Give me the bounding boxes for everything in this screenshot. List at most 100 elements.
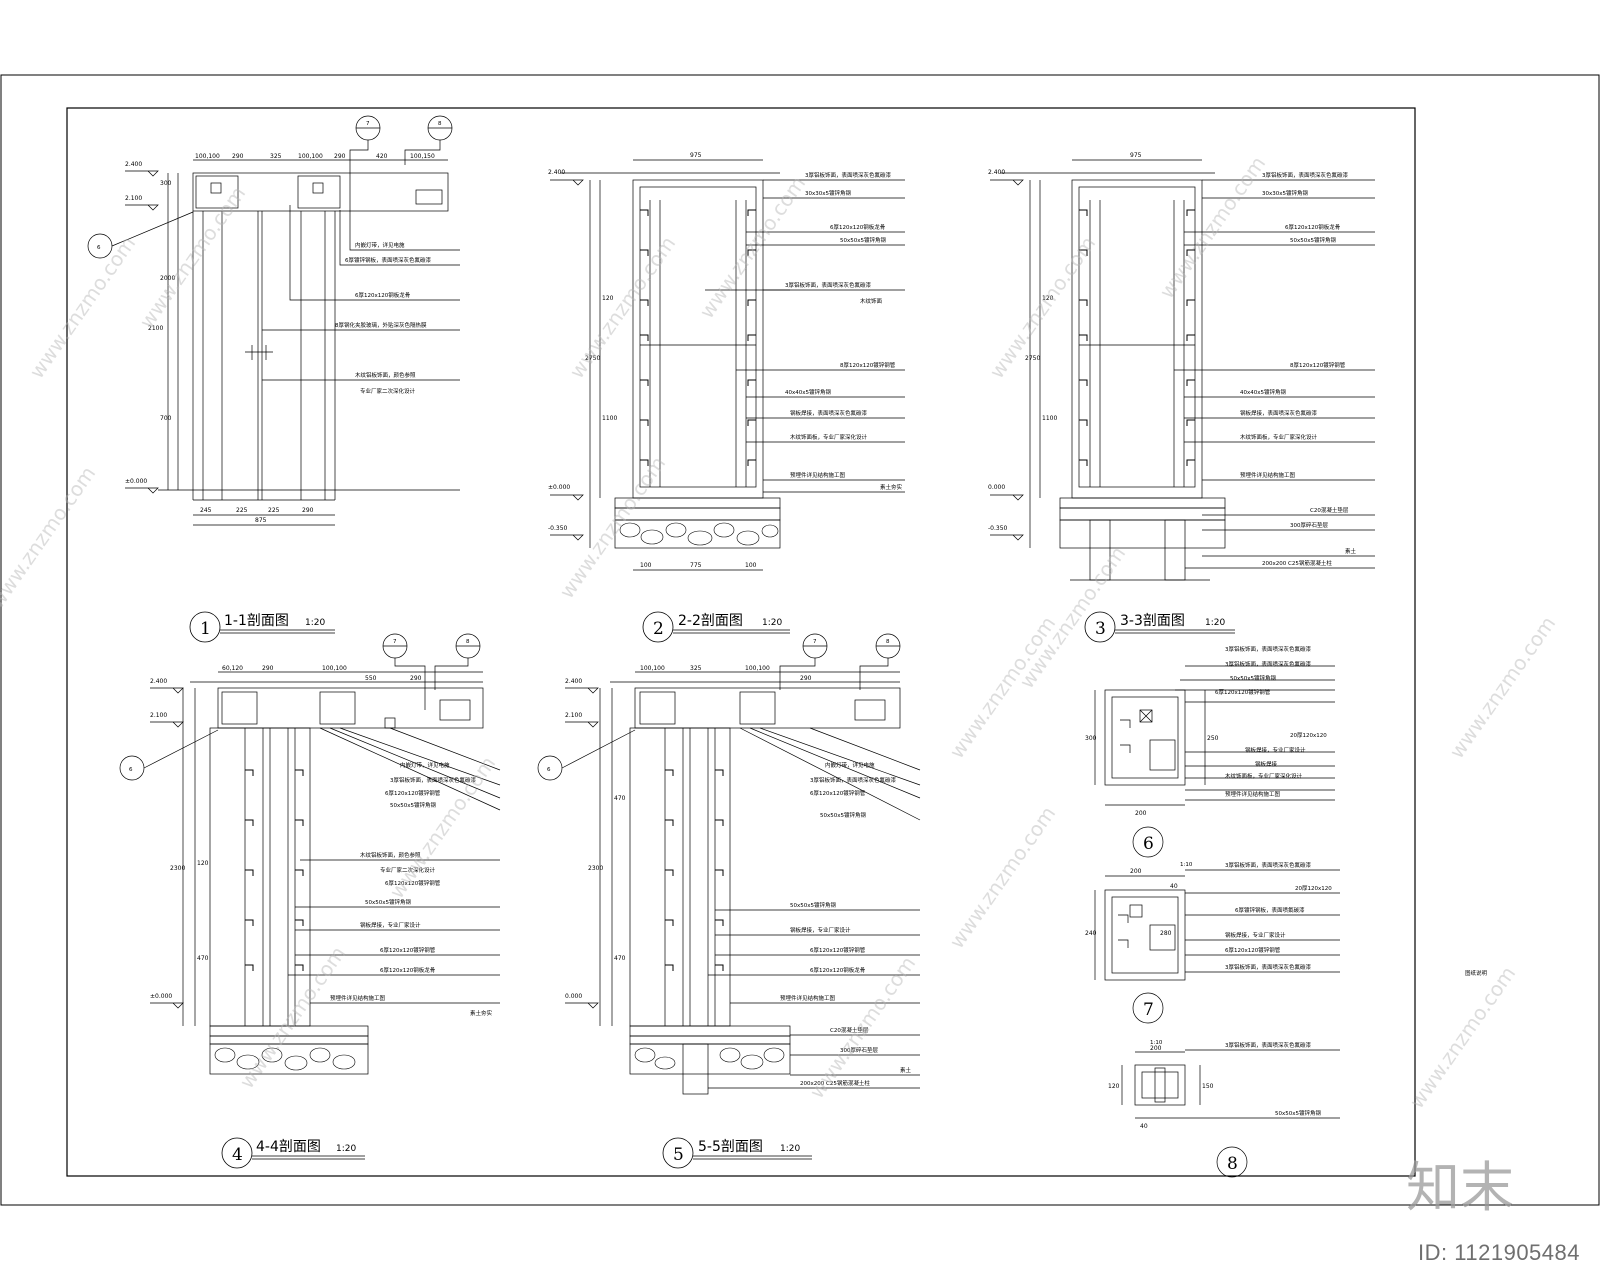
section-4-annotations: 内嵌灯带，详见电施 3厚铝板饰面，表面喷深灰色氟碳漆 6厚120x120镀锌钢管… xyxy=(129,639,493,1017)
s2-note: 木纹饰面 xyxy=(860,297,883,305)
dim-label: 2000 xyxy=(160,275,175,282)
s2-note: 30x30x5镀锌角钢 xyxy=(805,189,852,197)
s5-note: C20混凝土垫层 xyxy=(830,1026,869,1034)
s2-note: 预埋件详见结构施工图 xyxy=(790,471,846,479)
inner-border xyxy=(66,107,1416,1177)
section-3-title: 3-3剖面图 xyxy=(1120,613,1185,629)
brand-logo: 知末 xyxy=(1406,1156,1514,1219)
section-5-number: 5 xyxy=(673,1145,684,1165)
dim-label: 1100 xyxy=(1042,415,1057,422)
d6-note: 预埋件详见结构施工图 xyxy=(1225,790,1281,798)
dim-label: 300 xyxy=(1085,735,1097,742)
detail-8-drawing xyxy=(1121,1049,1340,1178)
s1-note: 6厚120x120钢板龙骨 xyxy=(355,291,411,299)
section-titles xyxy=(189,611,1235,1169)
callout-label: 7 xyxy=(813,639,817,645)
s2-note: 木纹饰面板，专业厂家深化设计 xyxy=(790,433,868,441)
d6-note: 钢板焊接 xyxy=(1255,760,1278,768)
s3-note: 6厚120x120钢板龙骨 xyxy=(1285,223,1341,231)
dim-label: 775 xyxy=(690,562,702,569)
watermark: www.znzmo.com xyxy=(554,452,670,603)
watermark: www.znzmo.com xyxy=(0,462,100,613)
dim-label: 975 xyxy=(690,152,702,159)
section-5-annotations: 内嵌灯带，详见电施 3厚铝板饰面，表面喷深灰色氟碳漆 6厚120x120镀锌钢管… xyxy=(547,639,912,1087)
watermark: www.znzmo.com xyxy=(1154,152,1270,303)
watermark: www.znzmo.com xyxy=(134,182,250,333)
section-3-annotations: 3厚铝板饰面，表面喷深灰色氟碳漆 30x30x5镀锌角钢 6厚120x120钢板… xyxy=(988,152,1357,567)
dim-label: 280 xyxy=(1160,930,1172,937)
s2-note: 40x40x5镀锌角钢 xyxy=(785,388,832,396)
section-5-title: 5-5剖面图 xyxy=(698,1139,763,1155)
dim-label: 200 xyxy=(1150,1045,1162,1052)
s3-note: 素土 xyxy=(1345,547,1357,555)
dim-label: 290 xyxy=(232,153,244,160)
s5-note: 素土 xyxy=(900,1066,912,1074)
d6-note: 木纹饰面板，专业厂家深化设计 xyxy=(1225,772,1303,780)
d7-note: 钢板焊接，专业厂家设计 xyxy=(1225,931,1286,939)
dim-label: 325 xyxy=(270,153,282,160)
dim-label: 100,150 xyxy=(410,153,435,160)
dim-label: 1100 xyxy=(602,415,617,422)
s5-note: 50x50x5镀锌角钢 xyxy=(820,811,867,819)
callout-label: 6 xyxy=(129,767,133,773)
watermark-layer: www.znzmo.com www.znzmo.com www.znzmo.co… xyxy=(0,152,1560,1113)
dim-label: 325 xyxy=(690,665,702,672)
section-2-drawing xyxy=(550,159,905,571)
d8-note: 50x50x5镀锌角钢 xyxy=(1275,1109,1322,1117)
dim-label: 100,100 xyxy=(298,153,323,160)
dim-label: 290 xyxy=(410,675,422,682)
level-label: 0.000 xyxy=(565,993,582,1000)
watermark: www.znzmo.com xyxy=(944,612,1060,763)
s5-note: 6厚120x120镀锌钢管 xyxy=(810,789,866,797)
s1-note: 内嵌灯带，详见电施 xyxy=(355,241,405,249)
level-label: ±0.000 xyxy=(548,484,570,491)
s3-note: 8厚120x120镀锌钢管 xyxy=(1290,361,1346,369)
dim-label: 240 xyxy=(1085,930,1097,937)
level-label: 2.400 xyxy=(565,678,582,685)
section-1-number: 1 xyxy=(200,619,211,639)
s5-note: 钢板焊接，专业厂家设计 xyxy=(790,926,851,934)
s5-note: 50x50x5镀锌角钢 xyxy=(790,901,837,909)
d6-note: 50x50x5镀锌角钢 xyxy=(1230,674,1277,682)
detail-6-drawing xyxy=(1094,665,1335,858)
level-label: 2.100 xyxy=(125,195,142,202)
level-label: 2.400 xyxy=(548,169,565,176)
image-id-label: ID: 1121905484 xyxy=(1418,1240,1580,1265)
s3-note: 木纹饰面板，专业厂家深化设计 xyxy=(1240,433,1318,441)
s5-note: 3厚铝板饰面，表面喷深灰色氟碳漆 xyxy=(810,776,897,784)
s5-note: 6厚120x120钢板龙骨 xyxy=(810,966,866,974)
s4-note: 素土夯实 xyxy=(470,1009,493,1017)
s4-note: 50x50x5镀锌角钢 xyxy=(365,898,412,906)
d6-note: 6厚120x120镀锌钢管 xyxy=(1215,688,1271,696)
dim-label: 300 xyxy=(160,180,172,187)
section-3-drawing xyxy=(990,159,1375,581)
level-label: -0.350 xyxy=(548,525,568,532)
s3-note: 钢板焊接，表面喷深灰色氟碳漆 xyxy=(1240,409,1318,417)
level-label: ±0.000 xyxy=(150,993,172,1000)
s4-note: 专业厂家二次深化设计 xyxy=(380,866,436,874)
callout-label: 8 xyxy=(466,639,470,645)
section-2-scale: 1:20 xyxy=(762,618,782,628)
s3-note: 200x200 C25钢筋混凝土柱 xyxy=(1262,559,1332,567)
watermark: www.znzmo.com xyxy=(944,802,1060,953)
d6-note: 20厚120x120 xyxy=(1290,732,1327,739)
callout-label: 6 xyxy=(547,767,551,773)
s4-note: 6厚120x120钢板龙骨 xyxy=(380,966,436,974)
s2-note: 3厚铝板饰面，表面喷深灰色氟碳漆 xyxy=(785,281,872,289)
detail-7-annotations: 3厚铝板饰面，表面喷深灰色氟碳漆 20厚120x120 6厚镀锌钢板，表面喷氟碳… xyxy=(1085,861,1332,1020)
s4-note: 6厚120x120镀锌钢管 xyxy=(380,946,436,954)
s4-note: 木纹铝板饰面，颜色参照 xyxy=(360,851,421,859)
sheet-note: 图纸说明 xyxy=(1465,969,1488,977)
callout-label: 7 xyxy=(393,639,397,645)
level-label: -0.350 xyxy=(988,525,1008,532)
s2-note: 钢板焊接，表面喷深灰色氟碳漆 xyxy=(790,409,868,417)
level-label: 2.100 xyxy=(150,712,167,719)
callout-label: 6 xyxy=(97,245,101,251)
dim-label: 60,120 xyxy=(222,665,243,672)
s4-note: 内嵌灯带，详见电施 xyxy=(400,761,450,769)
section-1-annotations: 内嵌灯带，详见电施 6厚镀锌钢板，表面喷深灰色氟碳漆 6厚120x120钢板龙骨… xyxy=(97,121,442,524)
dim-label: 550 xyxy=(365,675,377,682)
section-2-annotations: 3厚铝板饰面，表面喷深灰色氟碳漆 30x30x5镀锌角钢 6厚120x120钢板… xyxy=(548,152,903,569)
dim-label: 40 xyxy=(1140,1123,1148,1130)
